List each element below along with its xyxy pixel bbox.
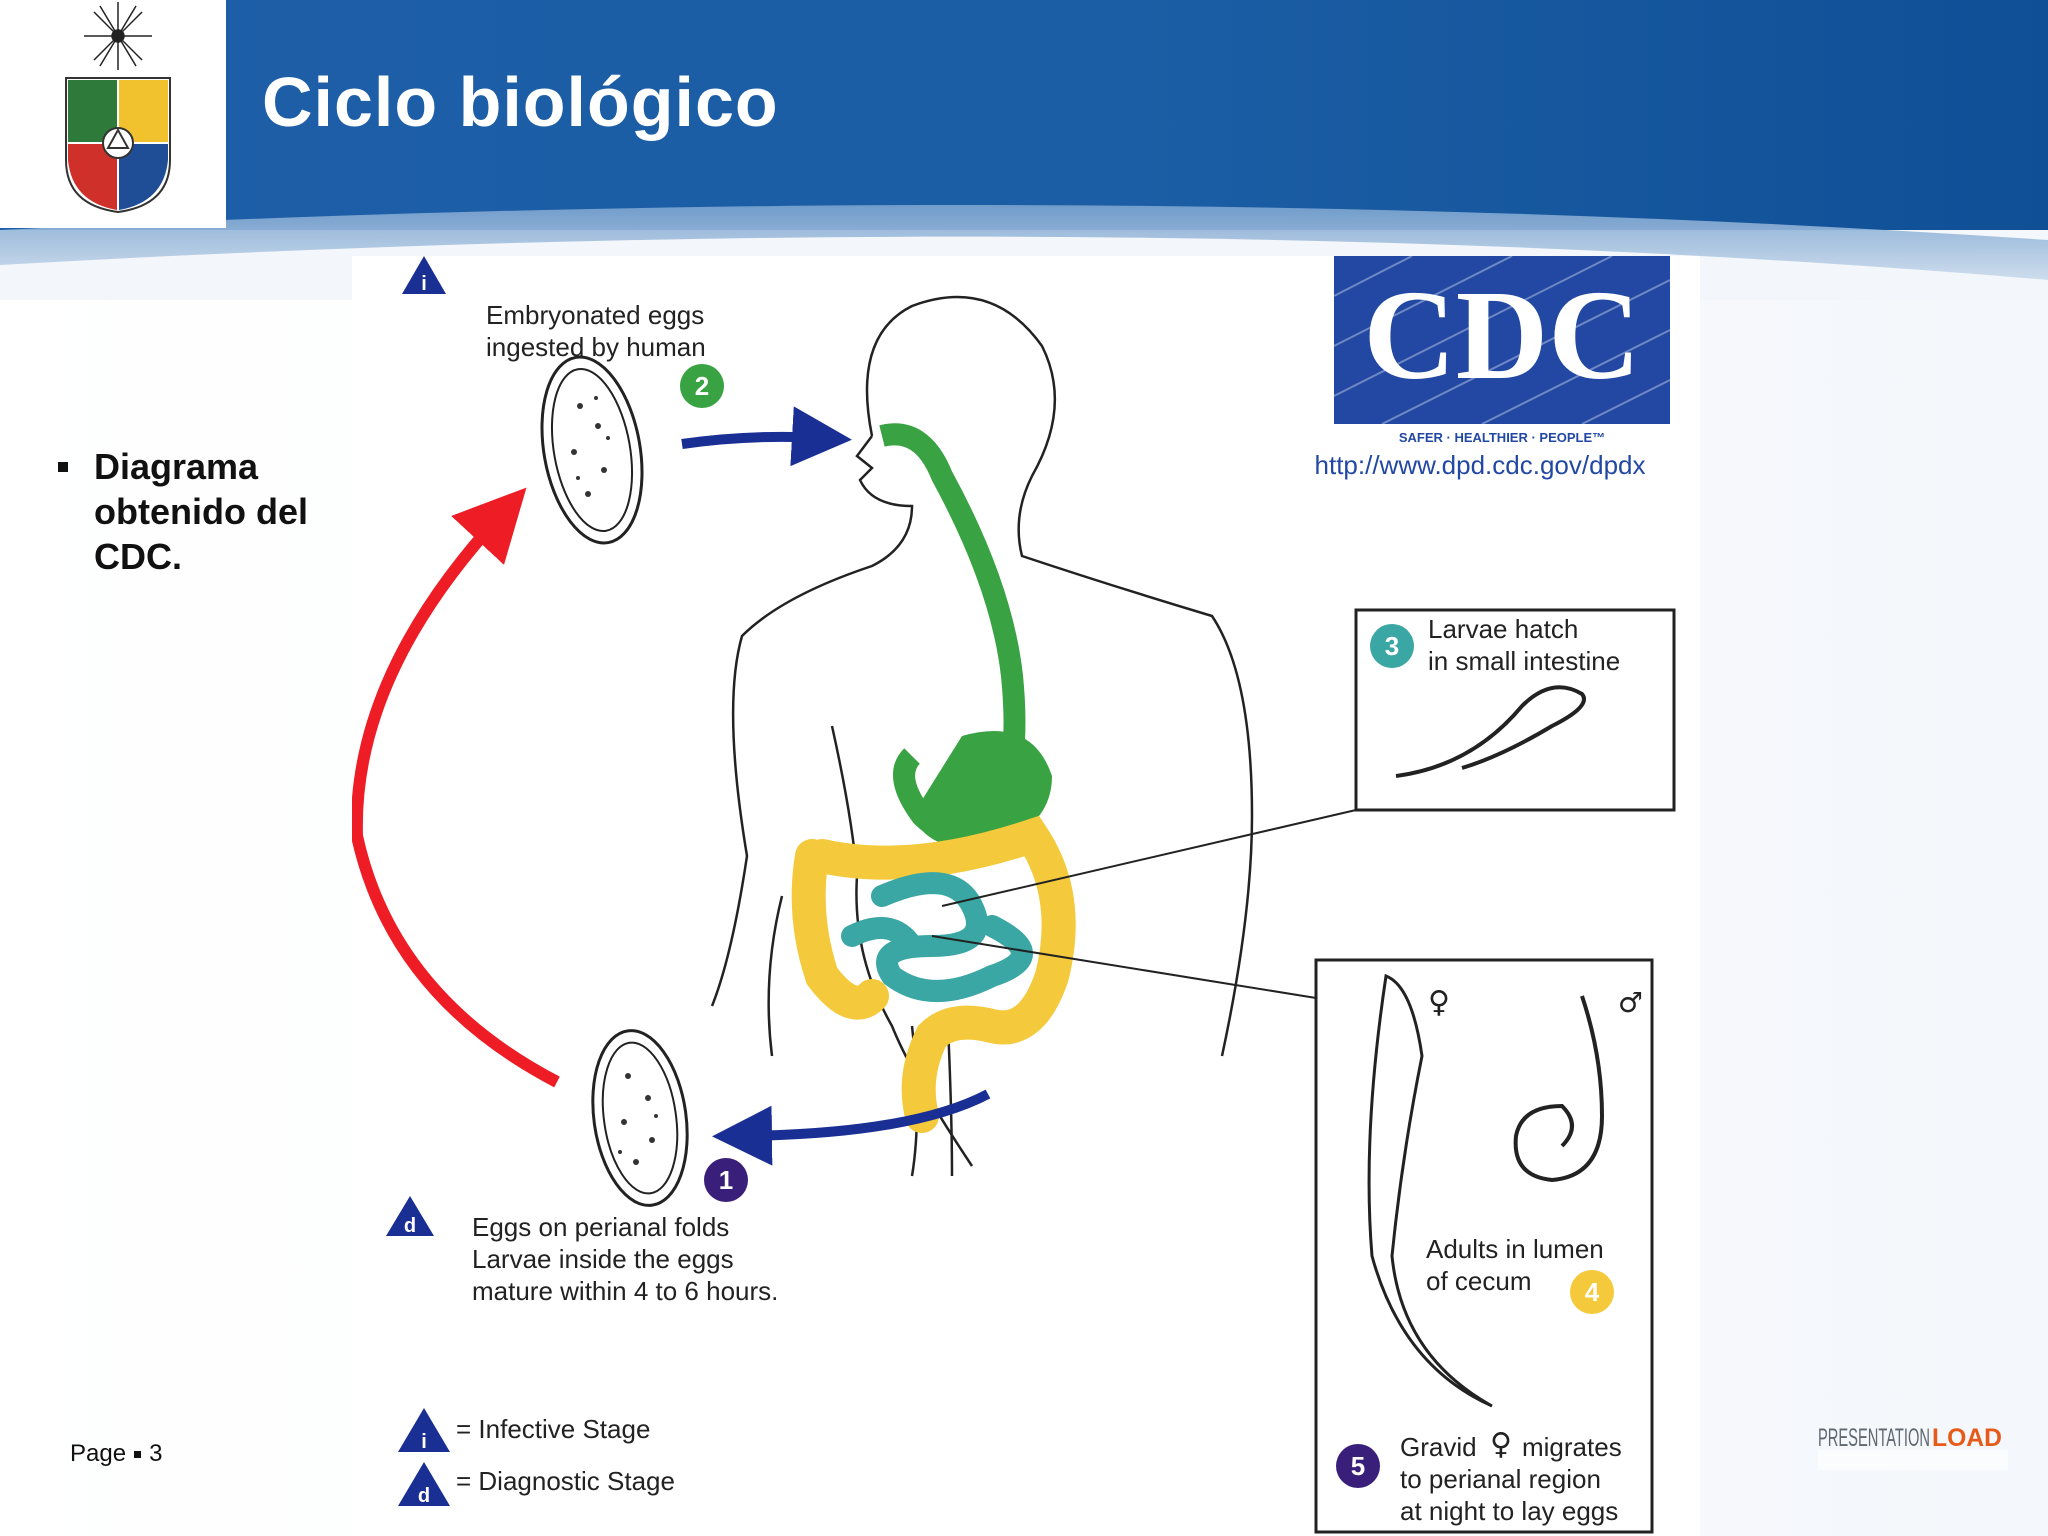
step-d-line1: Eggs on perianal folds bbox=[472, 1212, 729, 1242]
step-4-line1: Adults in lumen bbox=[1426, 1234, 1604, 1264]
female-symbol: ♀ bbox=[1428, 985, 1450, 1020]
brand-logo: PRESENTATION LOAD bbox=[1818, 1424, 2008, 1470]
cdc-logo: CDC SAFER · HEALTHIER · PEOPLE™ http://w… bbox=[1315, 256, 1671, 480]
step-2-badge bbox=[680, 364, 724, 408]
legend-infective-icon bbox=[398, 1408, 450, 1452]
step-5-line3: at night to lay eggs bbox=[1400, 1496, 1618, 1526]
step-d-line3: mature within 4 to 6 hours. bbox=[472, 1276, 778, 1306]
page-value: 3 bbox=[149, 1440, 163, 1467]
step-5-number: 5 bbox=[1351, 1451, 1365, 1481]
human-figure-icon bbox=[710, 295, 1254, 1177]
step-4-badge bbox=[1570, 1270, 1614, 1314]
life-cycle-diagram: CDC SAFER · HEALTHIER · PEOPLE™ http://w… bbox=[352, 256, 1700, 1536]
step-5-line1a: Gravid bbox=[1400, 1432, 1477, 1462]
legend-infective: = Infective Stage bbox=[456, 1414, 650, 1444]
cdc-logo-text: CDC bbox=[1363, 264, 1640, 406]
egg-icon bbox=[591, 1029, 689, 1207]
step-3-line1: Larvae hatch bbox=[1428, 614, 1578, 644]
step-1-number: 1 bbox=[719, 1165, 733, 1195]
step-5-line2: to perianal region bbox=[1400, 1464, 1601, 1494]
university-logo bbox=[0, 0, 226, 228]
male-symbol: ♂ bbox=[1618, 986, 1643, 1019]
cdc-tagline: SAFER · HEALTHIER · PEOPLE™ bbox=[1399, 430, 1605, 445]
star-burst-icon bbox=[84, 2, 152, 70]
diagnostic-badge-icon bbox=[386, 1196, 434, 1236]
step-3-badge bbox=[1370, 624, 1414, 668]
infective-badge-icon bbox=[402, 256, 446, 294]
step-i-line2: ingested by human bbox=[486, 332, 706, 362]
shield-icon bbox=[65, 77, 171, 214]
legend-diagnostic-icon bbox=[398, 1462, 450, 1506]
larva-icon bbox=[1395, 685, 1586, 778]
brand-right: LOAD bbox=[1932, 1424, 2002, 1452]
slide-title: Ciclo biológico bbox=[262, 63, 779, 141]
step-4-line2: of cecum bbox=[1426, 1266, 1532, 1296]
bullet-list: Diagrama obtenido del CDC. bbox=[56, 444, 346, 579]
ingestion-arrow bbox=[681, 406, 852, 467]
step-2-number: 2 bbox=[695, 371, 709, 401]
male-worm-icon bbox=[1513, 995, 1605, 1183]
legend-i-letter: i bbox=[421, 1431, 427, 1453]
step-5-badge bbox=[1336, 1444, 1380, 1488]
page-number: Page 3 bbox=[70, 1440, 162, 1468]
legend-d-letter: d bbox=[418, 1485, 430, 1507]
infective-badge-letter: i bbox=[421, 273, 427, 295]
cycle-arrow bbox=[352, 487, 560, 1088]
step-4-number: 4 bbox=[1585, 1277, 1600, 1307]
female-worm-icon bbox=[1367, 973, 1493, 1408]
brand-left: PRESENTATION bbox=[1818, 1424, 1930, 1452]
step-i-line1: Embryonated eggs bbox=[486, 300, 704, 330]
page-separator bbox=[134, 1451, 142, 1459]
diagnostic-badge-letter: d bbox=[404, 1215, 416, 1237]
step-5-female-symbol: ♀ bbox=[1490, 1427, 1512, 1462]
page-label: Page bbox=[70, 1440, 127, 1467]
step-3-line2: in small intestine bbox=[1428, 646, 1620, 676]
bullet-item: Diagrama obtenido del CDC. bbox=[56, 444, 346, 579]
cdc-url: http://www.dpd.cdc.gov/dpdx bbox=[1315, 450, 1646, 480]
step-1-badge bbox=[704, 1158, 748, 1202]
step-5-line1b: migrates bbox=[1522, 1432, 1622, 1462]
egg-icon bbox=[540, 355, 644, 545]
digestive-tract-icon bbox=[791, 423, 1076, 1133]
step-d-line2: Larvae inside the eggs bbox=[472, 1244, 734, 1274]
header-banner bbox=[0, 0, 2048, 300]
legend-diagnostic: = Diagnostic Stage bbox=[456, 1466, 675, 1496]
step-3-number: 3 bbox=[1385, 631, 1399, 661]
excretion-arrow bbox=[712, 1089, 991, 1166]
